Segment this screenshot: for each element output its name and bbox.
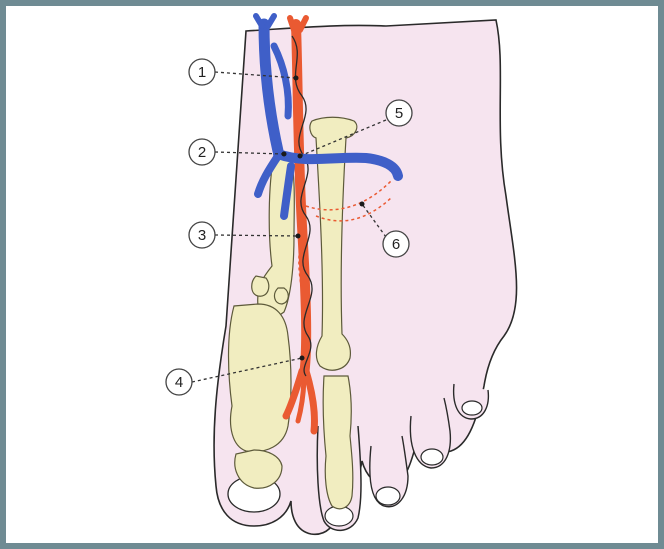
leader-dot-6: [360, 202, 365, 207]
callout-6: 6: [383, 231, 409, 257]
callout-3-label: 3: [198, 227, 206, 244]
leader-dot-5: [298, 154, 303, 159]
big-toe-proximal-phalanx: [229, 304, 292, 452]
callout-3: 3: [189, 222, 215, 248]
fourth-toe-nail: [421, 449, 443, 465]
callout-4-label: 4: [175, 374, 183, 391]
leader-dot-1: [294, 76, 299, 81]
callout-2: 2: [189, 139, 215, 165]
callout-1-label: 1: [198, 64, 206, 81]
fifth-toe-nail: [462, 401, 482, 415]
third-toe-nail: [376, 487, 400, 505]
callout-5-label: 5: [395, 105, 403, 122]
callout-5: 5: [386, 100, 412, 126]
callout-6-label: 6: [392, 236, 400, 253]
callout-4: 4: [166, 369, 192, 395]
leader-dot-2: [282, 152, 287, 157]
callout-2-label: 2: [198, 144, 206, 161]
foot-anatomy-diagram: 1 2 3 4 5 6: [6, 6, 658, 543]
leader-dot-3: [296, 234, 301, 239]
callout-1: 1: [189, 59, 215, 85]
leader-dot-4: [300, 356, 305, 361]
artery-upper-fork-left: [290, 18, 294, 30]
second-toe-phalanges: [323, 376, 353, 509]
